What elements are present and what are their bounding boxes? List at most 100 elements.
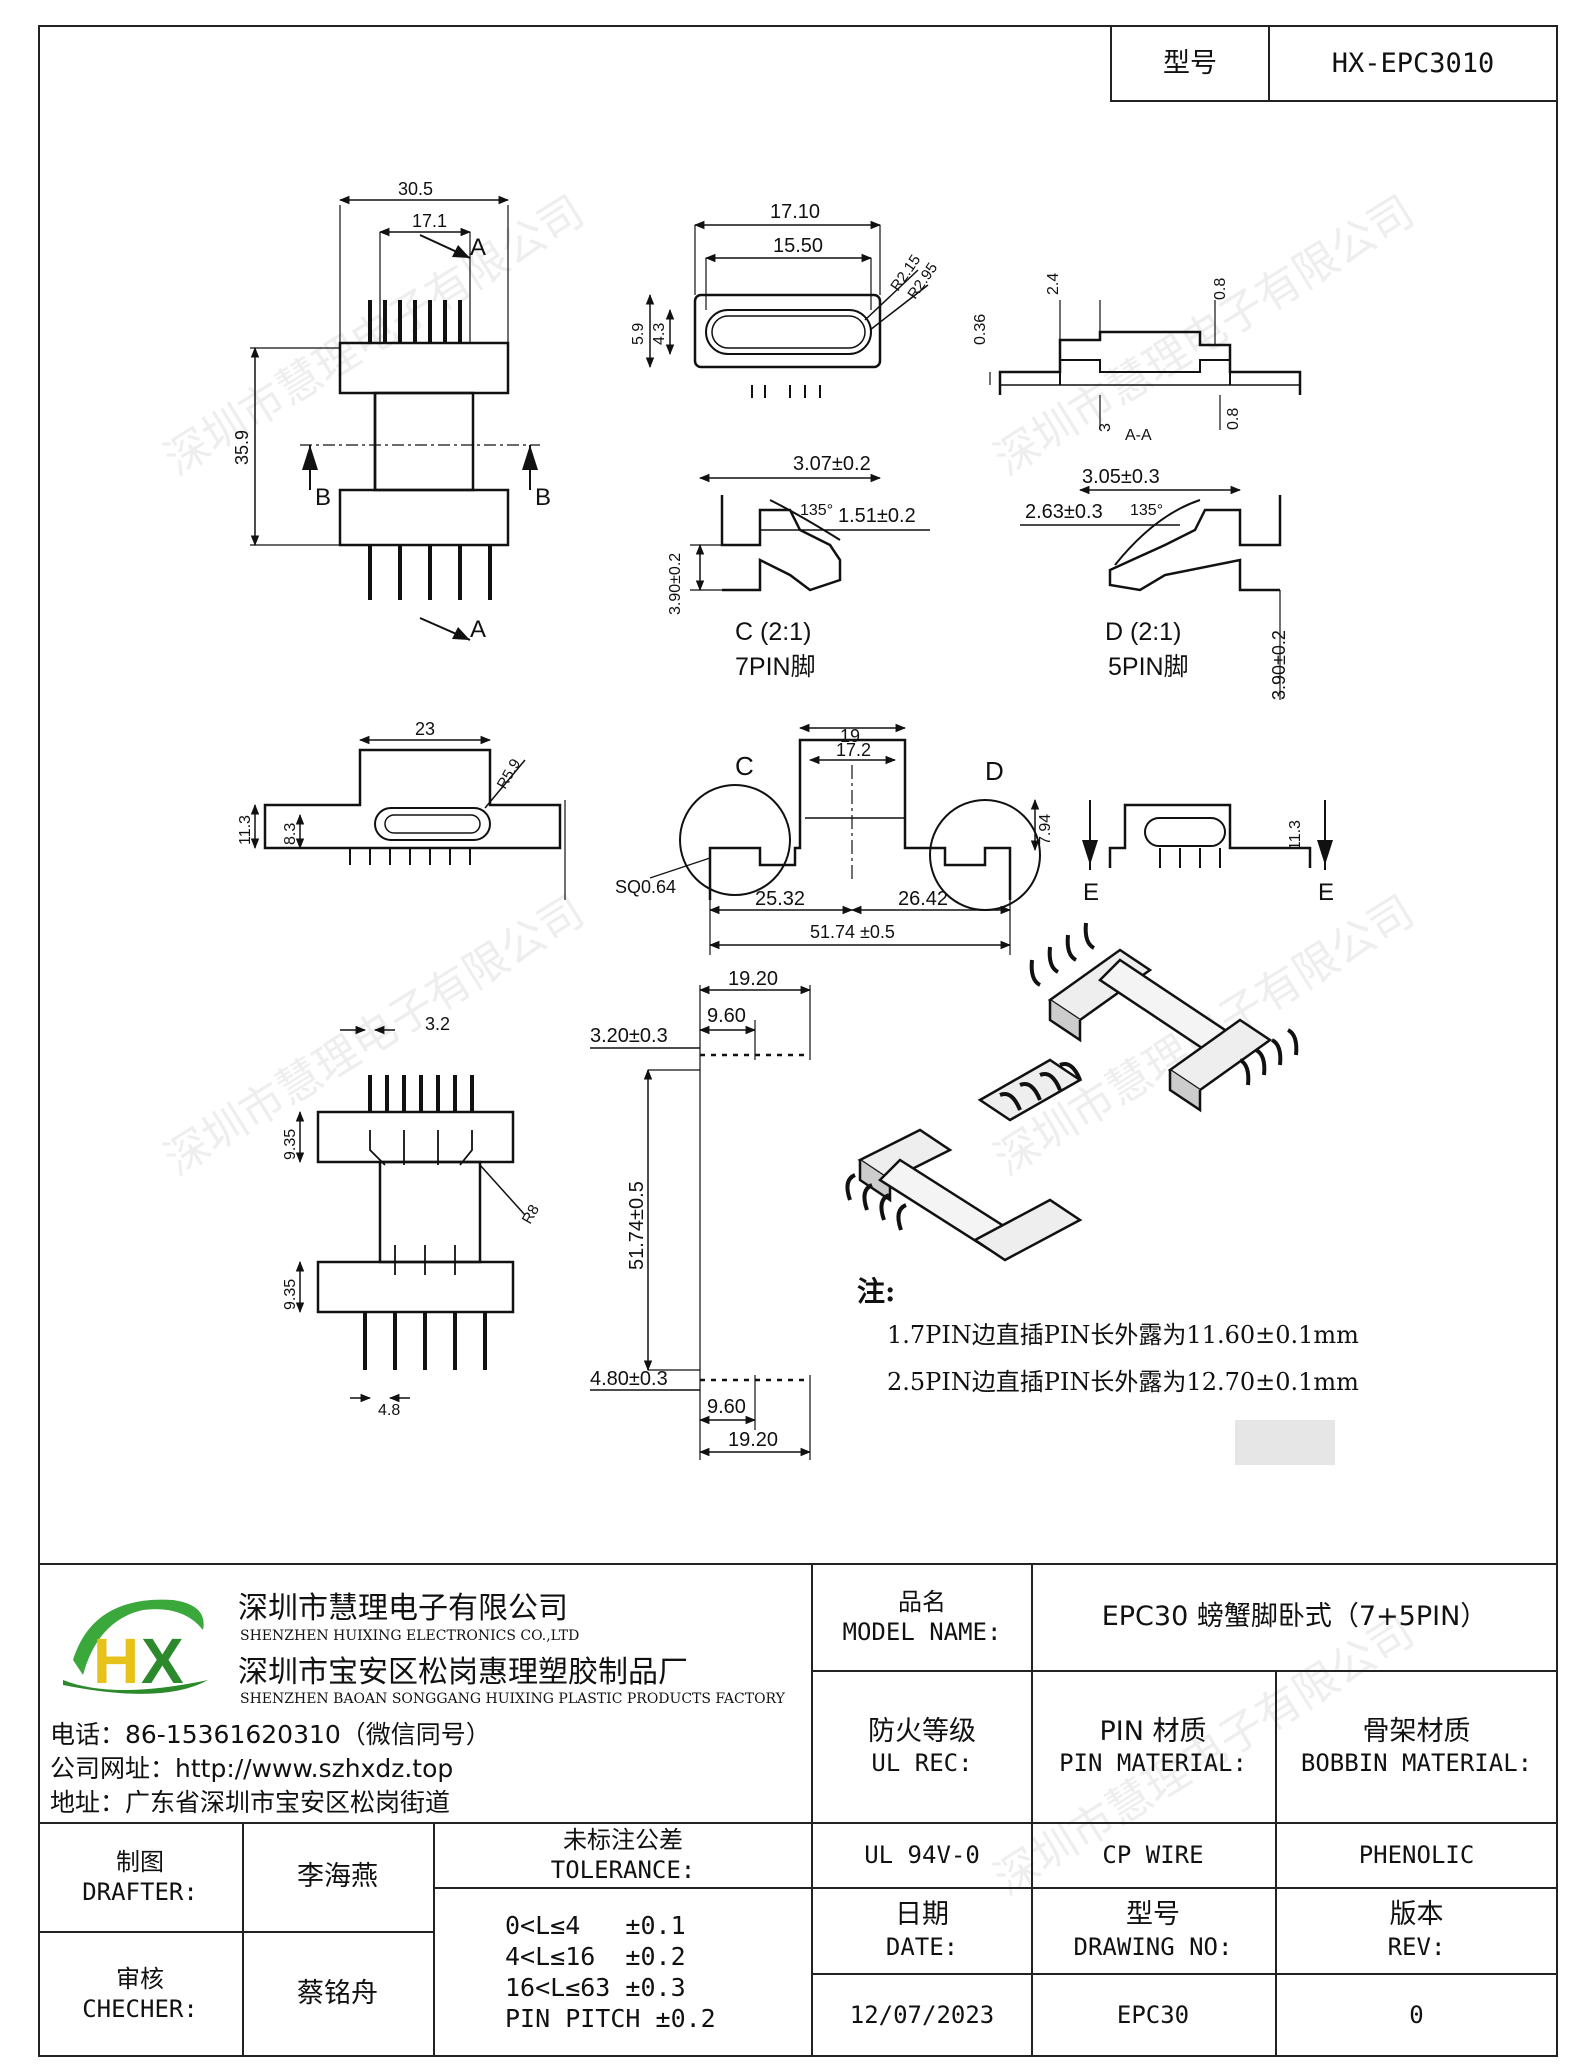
dim-51-74: 51.74 ±0.5 bbox=[810, 922, 895, 942]
company-website: 公司网址：http://www.szhxdz.top bbox=[50, 1754, 454, 1783]
dim-r5-9: R5.9 bbox=[494, 756, 525, 792]
isometric-view-top bbox=[1029, 922, 1299, 1113]
pin-material-value: CP WIRE bbox=[1031, 1823, 1277, 1889]
date-label: 日期 DATE: bbox=[811, 1887, 1033, 1975]
note-line-2: 2.5PIN边直插PIN长外露为12.70±0.1mm bbox=[887, 1368, 1359, 1396]
dim-9-60-top: 9.60 bbox=[707, 1005, 746, 1027]
section-label-b-left: B bbox=[315, 484, 331, 511]
note-line-1: 1.7PIN边直插PIN长外露为11.60±0.1mm bbox=[887, 1321, 1359, 1349]
drawing-frame bbox=[38, 25, 1558, 2057]
detail-c-marker: C bbox=[735, 751, 754, 781]
dim-8-3: 8.3 bbox=[282, 823, 299, 845]
view-d-subtitle: 5PIN脚 bbox=[1108, 653, 1189, 681]
dim-30-5: 30.5 bbox=[398, 179, 433, 199]
model-name-label: 品名 MODEL NAME: bbox=[811, 1563, 1033, 1672]
dim-9-35-top: 9.35 bbox=[282, 1129, 299, 1160]
pin-material-label: PIN 材质 PIN MATERIAL: bbox=[1031, 1670, 1277, 1823]
dim-3-2: 3.2 bbox=[425, 1014, 450, 1034]
dim-19-20-bottom: 19.20 bbox=[728, 1429, 778, 1451]
view-c-title: C (2:1) bbox=[735, 618, 811, 646]
company-panel: H X 深圳市慧理电子有限公司 SHENZHEN HUIXING ELECTRO… bbox=[38, 1563, 813, 1823]
company-logo: H X bbox=[63, 1599, 208, 1697]
dim-2-4: 2.4 bbox=[1045, 273, 1062, 295]
rev-value: 0 bbox=[1409, 2001, 1424, 2029]
detail-d-view bbox=[1020, 485, 1282, 700]
dim-0-36: 0.36 bbox=[972, 314, 989, 345]
dim-51-74-vertical: 51.74±0.5 bbox=[626, 1181, 648, 1270]
notes-title: 注: bbox=[857, 1275, 896, 1308]
section-label-a-top: A bbox=[470, 234, 486, 261]
logo-letter-h: H bbox=[93, 1625, 139, 1697]
view-c-subtitle: 7PIN脚 bbox=[735, 653, 816, 681]
factory-name-cn: 深圳市宝安区松岗惠理塑胶制品厂 bbox=[238, 1655, 688, 1690]
company-name-en: SHENZHEN HUIXING ELECTRONICS CO.,LTD bbox=[240, 1628, 580, 1644]
ul-rec-value: UL 94V-0 bbox=[811, 1823, 1033, 1889]
dim-0-8-bottom: 0.8 bbox=[1225, 408, 1242, 430]
company-phone: 电话：86-15361620310（微信同号） bbox=[50, 1720, 491, 1749]
checker-name: 蔡铭舟 bbox=[242, 1931, 435, 2057]
title-block bbox=[38, 1563, 1558, 2057]
bobbin-material-value: PHENOLIC bbox=[1275, 1823, 1558, 1889]
angle-135-c: 135° bbox=[800, 502, 833, 519]
detail-c-view bbox=[690, 473, 930, 592]
factory-name-en: SHENZHEN BAOAN SONGGANG HUIXING PLASTIC … bbox=[240, 1691, 785, 1707]
section-aa-title: A-A bbox=[1125, 427, 1152, 444]
dim-11-3-left: 11.3 bbox=[237, 815, 254, 845]
view-d-title: D (2:1) bbox=[1105, 618, 1181, 646]
bottom-view bbox=[295, 1025, 526, 1403]
dim-5-9: 5.9 bbox=[630, 323, 647, 345]
dim-3-20: 3.20±0.3 bbox=[590, 1025, 668, 1047]
angle-135-d: 135° bbox=[1130, 502, 1163, 519]
dim-17-1: 17.1 bbox=[412, 211, 447, 231]
section-label-b-right: B bbox=[535, 484, 551, 511]
dim-19-20-top: 19.20 bbox=[728, 968, 778, 990]
dim-4-8: 4.8 bbox=[378, 1402, 400, 1419]
dim-4-3: 4.3 bbox=[651, 323, 668, 345]
section-label-e-left: E bbox=[1083, 879, 1099, 906]
divider bbox=[38, 1822, 1558, 1824]
drawing-no-label: 型号 DRAWING NO: bbox=[1031, 1887, 1277, 1975]
dim-7-94: 7.94 bbox=[1037, 814, 1054, 845]
company-address: 地址：广东省深圳市宝安区松岗街道 bbox=[50, 1788, 451, 1817]
section-label-e-right: E bbox=[1318, 879, 1334, 906]
date-value: 12/07/2023 bbox=[811, 1973, 1033, 2057]
dim-3-07: 3.07±0.2 bbox=[793, 453, 871, 475]
rev-label: 版本 REV: bbox=[1275, 1887, 1558, 1975]
drafter-label: 制图 DRAFTER: bbox=[38, 1823, 244, 1933]
dim-3-90-d: 3.90±0.2 bbox=[1269, 630, 1289, 700]
dim-19: 19 bbox=[840, 726, 860, 746]
dim-0-8-top: 0.8 bbox=[1212, 278, 1229, 300]
isometric-view-bottom bbox=[845, 1058, 1083, 1262]
dim-r8: R8 bbox=[519, 1202, 543, 1227]
dim-11-3-right: 11.3 bbox=[1287, 820, 1304, 850]
dim-4-80: 4.80±0.3 bbox=[590, 1368, 668, 1390]
company-name-cn: 深圳市慧理电子有限公司 bbox=[238, 1591, 568, 1626]
dim-15-50: 15.50 bbox=[773, 235, 823, 257]
dim-17-10: 17.10 bbox=[770, 201, 820, 223]
model-name-value: EPC30 螃蟹脚卧式（7+5PIN） bbox=[1031, 1563, 1558, 1672]
section-aa-view bbox=[989, 300, 1302, 430]
bobbin-material-label: 骨架材质 BOBBIN MATERIAL: bbox=[1300, 1715, 1533, 1778]
dim-35-9: 35.9 bbox=[232, 430, 252, 465]
dim-sq0-64: SQ0.64 bbox=[615, 877, 676, 897]
dim-23: 23 bbox=[415, 719, 435, 739]
dim-1-51: 1.51±0.2 bbox=[838, 505, 916, 527]
tolerance-label: 未标注公差 TOLERANCE: bbox=[433, 1823, 813, 1889]
dim-26-42: 26.42 bbox=[898, 888, 948, 910]
section-label-a-bottom: A bbox=[470, 616, 486, 643]
dim-3: 3 bbox=[1097, 423, 1114, 432]
plan-view bbox=[649, 723, 1041, 955]
side-view bbox=[250, 735, 566, 900]
dim-17-2: 17.2 bbox=[836, 740, 871, 760]
dim-9-35-bottom: 9.35 bbox=[282, 1279, 299, 1310]
photo-fragment bbox=[1235, 1420, 1335, 1465]
drawing-no-value: EPC30 bbox=[1031, 1973, 1277, 2057]
pcb-layout-view bbox=[590, 985, 812, 1460]
detail-d-marker: D bbox=[985, 756, 1004, 786]
checker-label: 审核 CHECHER: bbox=[38, 1931, 244, 2057]
model-value: HX-EPC3010 bbox=[1268, 25, 1558, 102]
dim-3-90-c: 3.90±0.2 bbox=[667, 553, 684, 615]
ul-rec-label: 防火等级 UL REC: bbox=[811, 1670, 1033, 1823]
drafter-name: 李海燕 bbox=[242, 1823, 435, 1933]
